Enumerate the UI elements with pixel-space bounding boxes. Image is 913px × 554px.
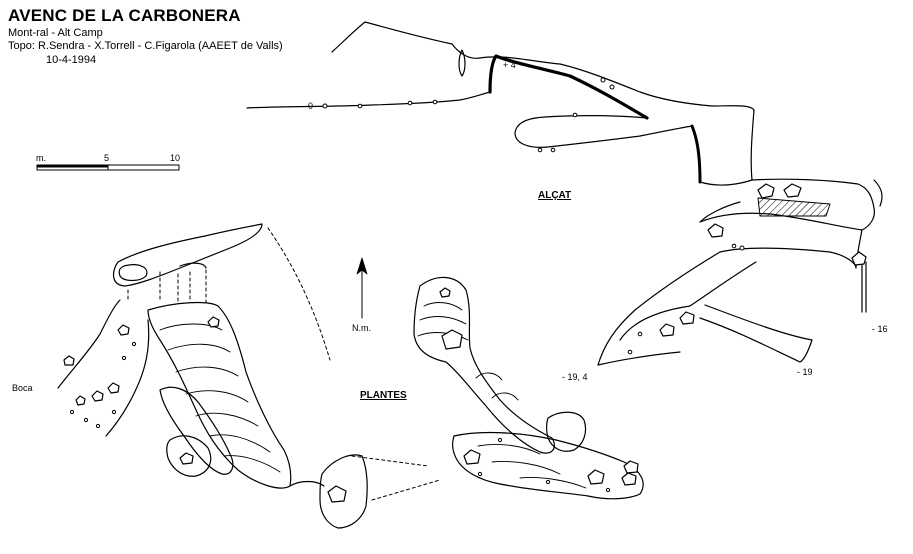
- north-arrow-icon: [356, 257, 368, 319]
- north-arrow-label: N.m.: [352, 323, 371, 333]
- entrance-label: Boca: [12, 383, 33, 393]
- depth-plus4-label: + 4: [503, 60, 516, 70]
- plan-left-cave: [57, 223, 441, 529]
- plan-right-cave: [413, 276, 644, 500]
- elevation-section: [246, 21, 883, 366]
- map-title: AVENC DE LA CARBONERA: [8, 6, 241, 25]
- depth-minus16-label: - 16: [872, 324, 888, 334]
- scale-bar: [36, 164, 180, 171]
- scale-unit-label: m.: [36, 153, 46, 163]
- elevation-section-label: ALÇAT: [538, 190, 572, 201]
- depth-minus19-label: - 19: [797, 367, 813, 377]
- scale-mid-label: 5: [104, 153, 110, 163]
- location-text: Mont-ral - Alt Camp: [8, 27, 103, 39]
- depth-zero-label: 0: [308, 101, 314, 111]
- plan-section-label: PLANTES: [360, 390, 407, 401]
- survey-date: 10-4-1994: [46, 54, 97, 66]
- topo-credits: Topo: R.Sendra - X.Torrell - C.Figarola …: [8, 40, 283, 52]
- depth-minus19-4-label: - 19, 4: [562, 372, 588, 382]
- scale-end-label: 10: [170, 153, 181, 163]
